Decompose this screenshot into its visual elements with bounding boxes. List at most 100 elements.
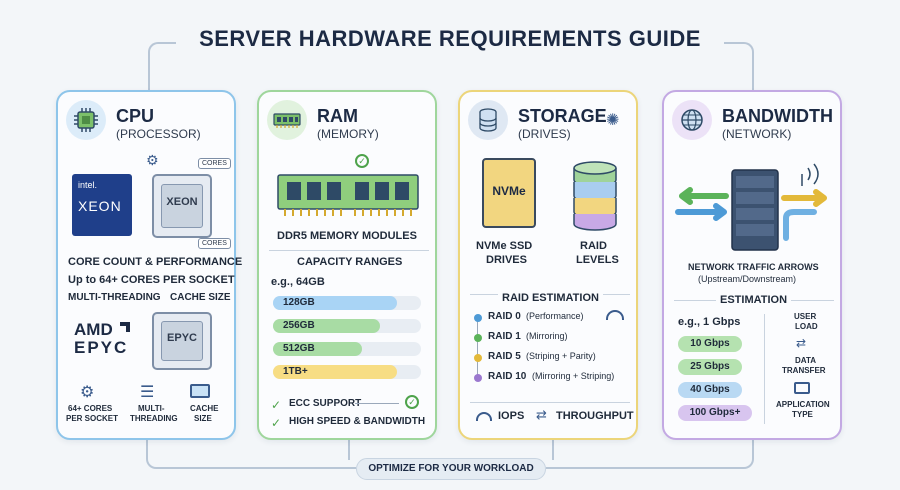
connector-top-right	[724, 42, 754, 90]
side-divider	[764, 314, 765, 424]
capacity-bar: 512GB	[273, 342, 362, 356]
throughput-icon: ⇄	[536, 407, 547, 422]
raid-name: RAID 5	[488, 351, 521, 362]
cache-icon	[190, 384, 210, 398]
raid-dot	[474, 314, 482, 322]
cpu-chip-icon	[66, 100, 106, 140]
cpu-subtitle: (PROCESSOR)	[116, 127, 201, 141]
raid-dot	[474, 374, 482, 382]
nvme-drive-illustration: NVMe	[482, 158, 536, 228]
data-transfer-icon: ⇄	[796, 336, 807, 350]
amd-logo: AMD	[74, 320, 113, 339]
raid-label-a: RAID	[580, 240, 607, 252]
bandwidth-estimation-title: ESTIMATION	[716, 294, 792, 306]
cores-per-socket-line: Up to 64+ CORES PER SOCKET	[68, 274, 235, 286]
optimize-footer: OPTIMIZE FOR YOUR WORKLOAD	[356, 458, 546, 480]
capacity-bar: 128GB	[273, 296, 397, 310]
raid-label-b: LEVELS	[576, 254, 619, 266]
storage-card: STORAGE (DRIVES) ✺ NVMe NVMe SSD DRIVES …	[458, 90, 638, 440]
high-speed-bandwidth: HIGH SPEED & BANDWIDTH	[289, 416, 426, 427]
multithreading-text: MULTI-THREADING	[68, 292, 161, 303]
gear-icon: ⚙	[146, 152, 159, 168]
check-icon: ✓	[355, 154, 369, 168]
cache-icon-label-b: SIZE	[194, 414, 212, 423]
upstream-downstream-label: (Upstream/Downstream)	[698, 274, 797, 284]
core-count-heading: CORE COUNT & PERFORMANCE	[68, 256, 243, 268]
user-load-label-b: LOAD	[795, 322, 818, 331]
raid-name: RAID 10	[488, 371, 527, 382]
page-title: SERVER HARDWARE REQUIREMENTS GUIDE	[199, 26, 701, 51]
multithreading-icon: ☰	[140, 384, 155, 401]
capacity-ranges-title: CAPACITY RANGES	[297, 256, 403, 268]
cores-tag-top: CORES	[198, 158, 231, 169]
ram-divider	[269, 250, 429, 251]
amd-arrow-icon	[120, 322, 130, 332]
ram-stick-icon	[267, 100, 307, 140]
connector-bottom-right	[546, 440, 754, 469]
epyc-chip: EPYC	[152, 312, 212, 370]
ram-modules-label: DDR5 MEMORY MODULES	[277, 230, 417, 242]
application-type-label-a: APPLICATION	[776, 400, 830, 409]
raid-name: RAID 0	[488, 311, 521, 322]
intel-xeon-logo: intel. XEON	[72, 174, 132, 236]
cores-tag-bottom: CORES	[198, 238, 231, 249]
cores-icon-label-b: PER SOCKET	[66, 414, 119, 423]
nvme-label-b: DRIVES	[486, 254, 527, 266]
speed-pill: 10 Gbps	[678, 336, 742, 352]
raid-dot	[474, 354, 482, 362]
bandwidth-title: BANDWIDTH	[722, 106, 833, 126]
connector-bottom-left	[146, 440, 356, 469]
cpu-title: CPU	[116, 106, 155, 126]
storage-divider-2	[470, 402, 630, 403]
threading-icon-label-b: THREADING	[130, 414, 178, 423]
epyc-logo: EPYC	[74, 338, 129, 357]
capacity-bar: 1TB+	[273, 365, 397, 379]
application-type-icon	[794, 382, 810, 394]
cache-size-text: CACHE SIZE	[170, 292, 231, 303]
iops-label: IOPS	[498, 410, 525, 422]
xeon-chip: XEON	[152, 174, 212, 238]
ram-subtitle: (MEMORY)	[317, 127, 379, 141]
capacity-bar: 256GB	[273, 319, 380, 333]
cores-gear-icon: ⚙	[80, 384, 95, 401]
database-icon	[468, 100, 508, 140]
globe-icon	[672, 100, 712, 140]
server-traffic-illustration	[675, 163, 827, 251]
threading-icon-label-a: MULTI-	[138, 404, 165, 413]
ram-card: RAM (MEMORY) ✓ DDR5 MEMORY MODULES CAPAC…	[257, 90, 437, 440]
raid-name: RAID 1	[488, 331, 521, 342]
ram-example: e.g., 64GB	[271, 276, 325, 288]
cores-icon-label-a: 64+ CORES	[68, 404, 113, 413]
raid-desc: (Mirroring + Striping)	[532, 371, 615, 381]
application-type-label-b: TYPE	[792, 410, 813, 419]
user-load-label-a: USER	[794, 312, 817, 321]
raid-desc: (Performance)	[526, 311, 584, 321]
nvme-chip-label: NVMe	[492, 184, 526, 198]
raid-stack-illustration	[573, 161, 617, 231]
intel-brand: intel.	[78, 180, 98, 190]
connector-top-left	[148, 42, 176, 90]
nvme-label-a: NVMe SSD	[476, 240, 533, 252]
raid-desc: (Striping + Parity)	[526, 351, 596, 361]
connector-mid	[348, 440, 350, 460]
raid-dot	[474, 334, 482, 342]
cache-icon-label-a: CACHE	[190, 404, 219, 413]
xeon-logo-text: XEON	[78, 198, 122, 214]
ddr5-module-illustration	[277, 174, 419, 216]
raid-estimation-title: RAID ESTIMATION	[498, 292, 603, 304]
bandwidth-subtitle: (NETWORK)	[722, 127, 792, 141]
bandwidth-example: e.g., 1 Gbps	[678, 316, 741, 328]
traffic-arrows-label: NETWORK TRAFFIC ARROWS	[688, 262, 819, 272]
ram-title: RAM	[317, 106, 358, 126]
ecc-check-icon: ✓	[271, 398, 282, 412]
ecc-support: ECC SUPPORT	[289, 398, 362, 409]
cpu-card: CPU (PROCESSOR) intel. XEON ⚙ XEON CORES…	[56, 90, 242, 440]
raid-desc: (Mirroring)	[526, 331, 568, 341]
raid-timeline	[477, 318, 478, 378]
speed-pill: 40 Gbps	[678, 382, 742, 398]
speed-check-icon: ✓	[271, 416, 282, 430]
throughput-label: THROUGHPUT	[556, 410, 634, 422]
ecc-circle-check-icon: ✓	[405, 395, 419, 409]
speed-pill: 25 Gbps	[678, 359, 742, 375]
gauge-icon	[606, 310, 624, 320]
